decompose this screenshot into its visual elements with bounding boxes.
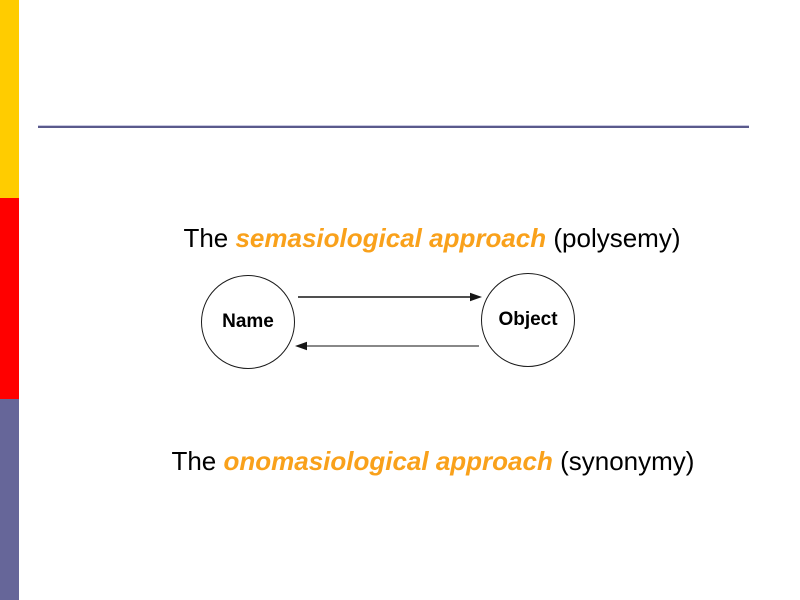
heading-bottom-emphasis: onomasiological approach xyxy=(223,446,553,476)
arrow-name-to-object xyxy=(298,292,482,302)
arrow-object-to-name xyxy=(295,341,479,351)
heading-semasiological: The semasiological approach (polysemy) xyxy=(155,193,681,283)
name-node-label: Name xyxy=(222,311,274,332)
sidebar-block-red xyxy=(0,198,19,399)
heading-bottom-prefix: The xyxy=(171,446,224,476)
sidebar-block-yellow xyxy=(0,0,19,198)
divider-highlight-line xyxy=(38,125,749,126)
object-node-circle: Object xyxy=(481,273,575,367)
heading-top-prefix: The xyxy=(183,223,236,253)
heading-top-emphasis: semasiological approach xyxy=(235,223,547,253)
heading-bottom-suffix: (synonymy) xyxy=(552,446,695,476)
object-node-label: Object xyxy=(498,309,558,330)
name-node-circle: Name xyxy=(201,275,295,369)
sidebar-accent-bar xyxy=(0,0,19,600)
sidebar-block-slate xyxy=(0,399,19,600)
heading-onomasiological: The onomasiological approach (synonymy) xyxy=(143,416,694,506)
divider-shadow-line xyxy=(38,126,749,128)
heading-top-suffix: (polysemy) xyxy=(546,223,681,253)
title-divider-rule xyxy=(38,125,749,128)
